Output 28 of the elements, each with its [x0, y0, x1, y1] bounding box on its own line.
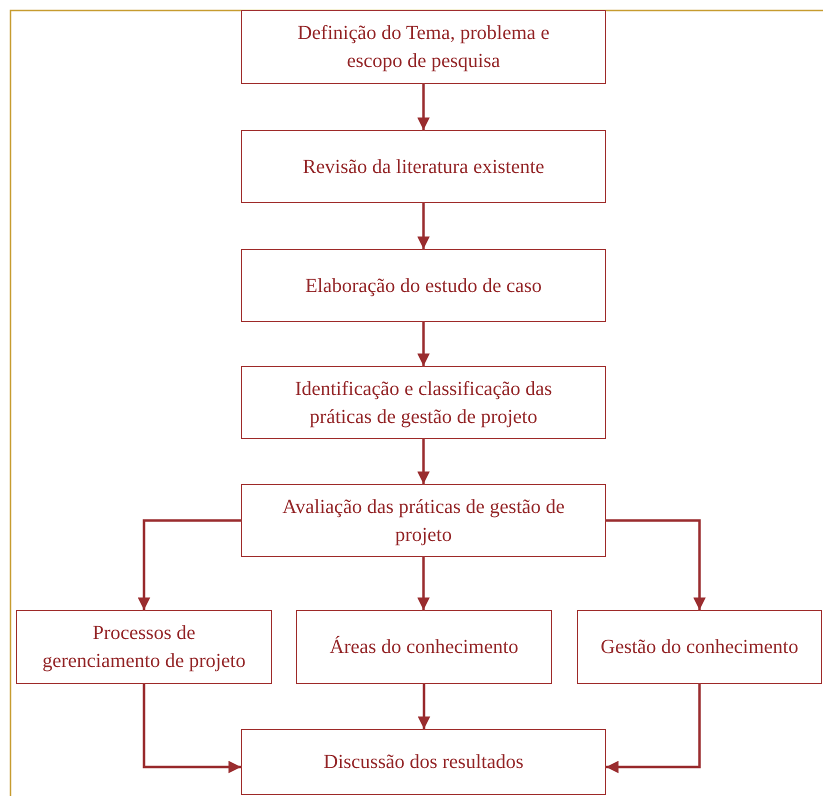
- process-box: [241, 249, 606, 322]
- process-box: [16, 610, 272, 684]
- arrow: [417, 203, 430, 249]
- process-box: [296, 610, 552, 684]
- arrow: [418, 684, 430, 729]
- arrow: [606, 684, 701, 774]
- arrow: [606, 519, 706, 610]
- process-box: [241, 729, 606, 795]
- arrow: [138, 519, 241, 610]
- arrow: [417, 557, 430, 610]
- box-label: Discussão dos resultados: [324, 750, 524, 775]
- process-box: [241, 10, 606, 84]
- process-box: [577, 610, 822, 684]
- box-label: Definição do Tema, problema e escopo de pesquisa: [296, 21, 551, 74]
- box-label: Avaliação das práticas de gestão de projeto: [281, 494, 566, 548]
- arrow: [417, 322, 430, 366]
- process-box: [241, 484, 606, 557]
- box-label: Elaboração do estudo de caso: [305, 274, 542, 298]
- box-label: Áreas do conhecimento: [330, 634, 518, 660]
- box-label: Identificação e classificação das práticas de gestão de projeto: [294, 376, 554, 430]
- process-box: [241, 130, 606, 203]
- arrow: [417, 439, 430, 484]
- box-label: Gestão do conhecimento: [600, 635, 798, 660]
- box-label: Processos de gerenciamento de projeto: [41, 621, 247, 674]
- process-box: [241, 366, 606, 439]
- arrow: [417, 84, 430, 130]
- arrow: [142, 684, 241, 774]
- box-label: Revisão da literatura existente: [302, 154, 544, 180]
